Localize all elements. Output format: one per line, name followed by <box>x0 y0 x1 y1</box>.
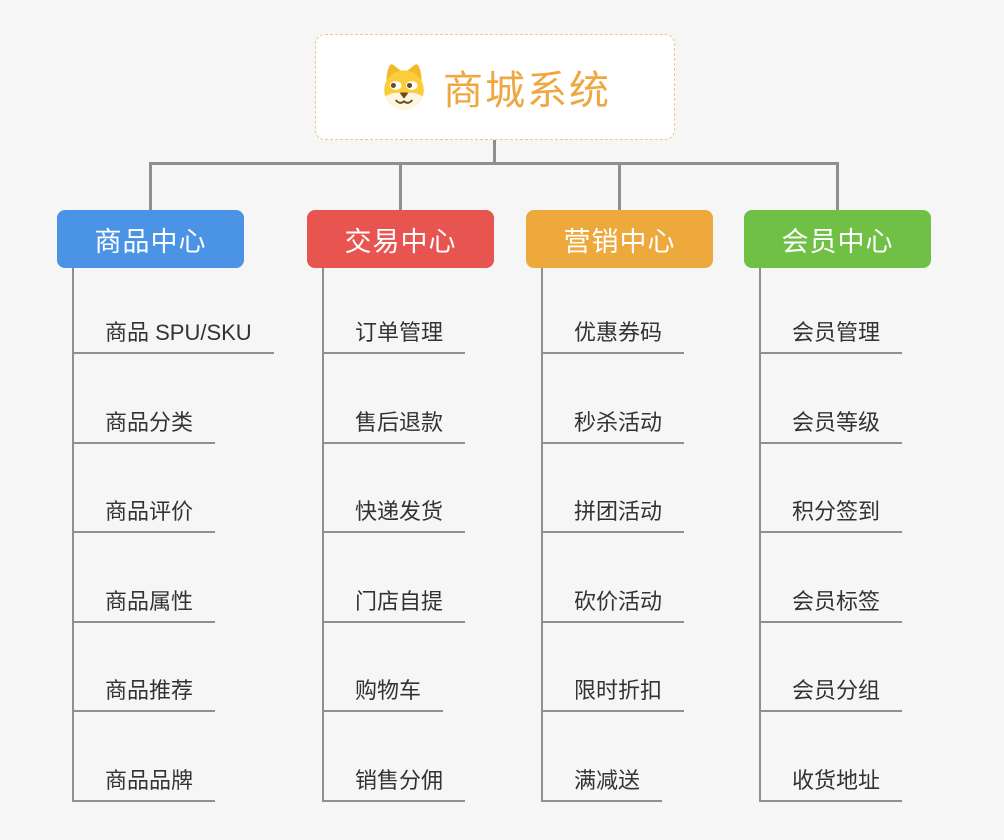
leaf-node[interactable]: 商品分类 <box>72 410 216 444</box>
children-line-member-center <box>759 268 761 801</box>
leaf-node[interactable]: 订单管理 <box>322 320 466 354</box>
branch-node-product-center[interactable]: 商品中心 <box>57 210 244 268</box>
doge-icon <box>384 64 424 110</box>
leaf-node[interactable]: 积分签到 <box>759 499 903 533</box>
leaf-node[interactable]: 会员标签 <box>759 589 903 623</box>
leaf-node[interactable]: 收货地址 <box>759 768 903 802</box>
leaf-node[interactable]: 商品 SPU/SKU <box>72 320 274 354</box>
leaf-node[interactable]: 会员分组 <box>759 678 903 712</box>
connector-drop-product-center <box>149 162 152 210</box>
connector-horizontal-bar <box>149 162 839 165</box>
branch-node-marketing-center[interactable]: 营销中心 <box>526 210 713 268</box>
root-node[interactable]: 商城系统 <box>315 34 675 140</box>
leaf-node[interactable]: 商品品牌 <box>72 768 216 802</box>
leaf-node[interactable]: 优惠券码 <box>541 320 685 354</box>
leaf-node[interactable]: 商品属性 <box>72 589 216 623</box>
connector-drop-member-center <box>836 162 839 210</box>
leaf-node[interactable]: 快递发货 <box>322 499 466 533</box>
branch-node-member-center[interactable]: 会员中心 <box>744 210 931 268</box>
leaf-node[interactable]: 秒杀活动 <box>541 410 685 444</box>
leaf-node[interactable]: 商品评价 <box>72 499 216 533</box>
connector-drop-marketing-center <box>618 162 621 210</box>
children-line-marketing-center <box>541 268 543 801</box>
children-line-trade-center <box>322 268 324 801</box>
children-line-product-center <box>72 268 74 801</box>
leaf-node[interactable]: 售后退款 <box>322 410 466 444</box>
leaf-node[interactable]: 商品推荐 <box>72 678 216 712</box>
leaf-node[interactable]: 会员等级 <box>759 410 903 444</box>
leaf-node[interactable]: 门店自提 <box>322 589 466 623</box>
connector-drop-trade-center <box>399 162 402 210</box>
leaf-node[interactable]: 砍价活动 <box>541 589 685 623</box>
leaf-node[interactable]: 购物车 <box>322 678 444 712</box>
leaf-node[interactable]: 会员管理 <box>759 320 903 354</box>
leaf-node[interactable]: 限时折扣 <box>541 678 685 712</box>
leaf-node[interactable]: 拼团活动 <box>541 499 685 533</box>
branch-node-trade-center[interactable]: 交易中心 <box>307 210 494 268</box>
root-title: 商城系统 <box>443 69 611 113</box>
connector-root-stem <box>493 140 496 165</box>
leaf-node[interactable]: 销售分佣 <box>322 768 466 802</box>
leaf-node[interactable]: 满减送 <box>541 768 663 802</box>
